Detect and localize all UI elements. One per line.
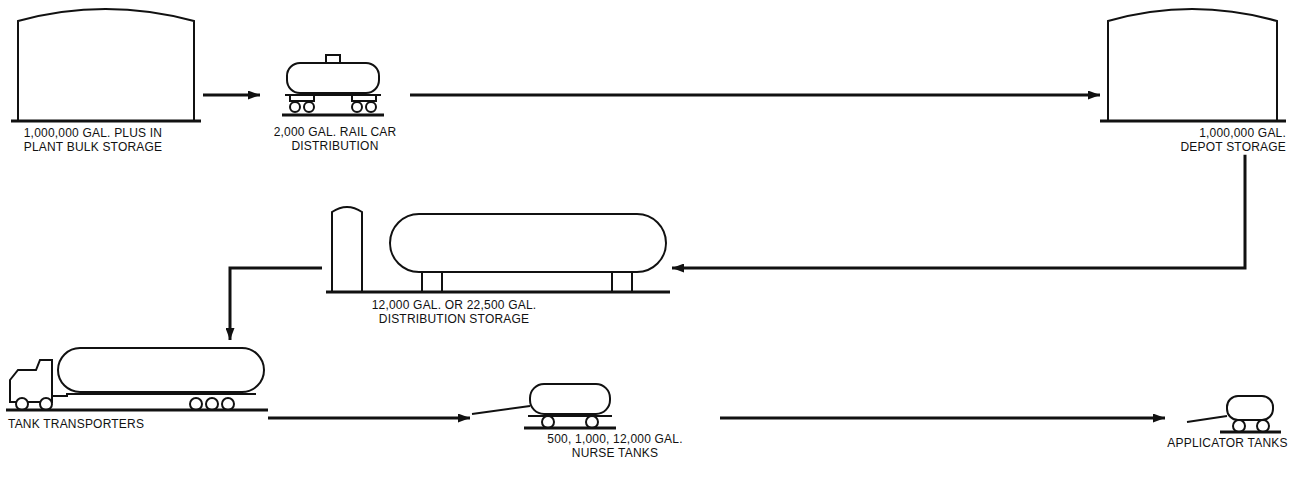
drawing-part	[390, 214, 666, 272]
flow-arrow	[720, 417, 1165, 420]
bulk-storage-tank	[8, 3, 203, 124]
tank-caption: 12,000 GAL. OR 22,500 GAL. DISTRIBUTION …	[354, 298, 554, 327]
drawing-part	[1187, 416, 1227, 422]
tank-caption: APPLICATOR TANKS	[1165, 436, 1290, 450]
drawing-part	[58, 348, 264, 392]
tank-caption: 1,000,000 GAL. PLUS IN PLANT BULK STORAG…	[8, 126, 178, 155]
drawing-part	[290, 95, 314, 101]
drawing-part	[290, 102, 300, 112]
flow-arrow	[268, 417, 470, 420]
flow-arrow	[230, 268, 322, 340]
drawing-part	[222, 398, 234, 410]
drawing-part	[10, 360, 52, 402]
drawing-part	[524, 427, 616, 430]
nurse-tank-wagon	[470, 380, 720, 430]
drawing-part	[422, 272, 442, 292]
drawing-part	[326, 55, 340, 63]
drawing-part	[282, 114, 384, 117]
drawing-part	[352, 95, 376, 101]
drawing-part	[366, 102, 376, 112]
depot-storage-tank	[1100, 3, 1286, 124]
drawing-part	[472, 406, 530, 414]
drawing-part	[11, 120, 201, 123]
flow-arrow	[672, 155, 1245, 268]
tank-caption: 2,000 GAL. RAIL CAR DISTRIBUTION	[260, 125, 410, 154]
drawing-part	[326, 291, 670, 294]
drawing-part	[542, 416, 554, 428]
drawing-part	[52, 395, 68, 397]
drawing-part	[18, 9, 194, 121]
tank-caption: 500, 1,000, 12,000 GAL. NURSE TANKS	[540, 432, 690, 461]
applicator-tank-wagon	[1165, 392, 1290, 434]
tank-node: 1,000,000 GAL. DEPOT STORAGE	[1100, 3, 1286, 155]
drawing-part	[287, 63, 379, 93]
drawing-part	[40, 398, 52, 410]
drawing-part	[1100, 120, 1286, 123]
drawing-part	[528, 415, 612, 417]
drawing-part	[586, 416, 598, 428]
drawing-part	[1257, 420, 1269, 432]
drawing-part	[304, 102, 314, 112]
drawing-part	[530, 384, 610, 414]
drawing-part	[352, 102, 362, 112]
drawing-part	[190, 398, 202, 410]
drawing-part	[6, 409, 268, 412]
tank-node: 2,000 GAL. RAIL CAR DISTRIBUTION	[260, 45, 410, 154]
flow-arrow	[203, 94, 260, 97]
tank-caption: TANK TRANSPORTERS	[8, 417, 208, 431]
tank-caption: 1,000,000 GAL. DEPOT STORAGE	[1171, 126, 1286, 155]
tank-node: 12,000 GAL. OR 22,500 GAL. DISTRIBUTION …	[322, 200, 672, 327]
tank-node: 1,000,000 GAL. PLUS IN PLANT BULK STORAG…	[8, 3, 203, 155]
drawing-part	[1220, 431, 1281, 434]
tank-node: TANK TRANSPORTERS	[6, 340, 268, 431]
drawing-part	[66, 393, 256, 395]
drawing-part	[1233, 420, 1245, 432]
rail-tank-car	[260, 45, 410, 123]
drawing-part	[612, 272, 632, 292]
drawing-part	[16, 398, 28, 410]
drawing-part	[1108, 9, 1277, 121]
drawing-part	[1227, 396, 1273, 420]
tank-transporter-truck	[6, 340, 268, 415]
drawing-part	[332, 207, 362, 292]
drawing-part	[206, 398, 218, 410]
flow-arrow	[410, 94, 1100, 97]
tank-node: APPLICATOR TANKS	[1165, 392, 1290, 450]
tank-node: 500, 1,000, 12,000 GAL. NURSE TANKS	[470, 380, 720, 461]
distribution-storage-tanks	[322, 200, 672, 296]
